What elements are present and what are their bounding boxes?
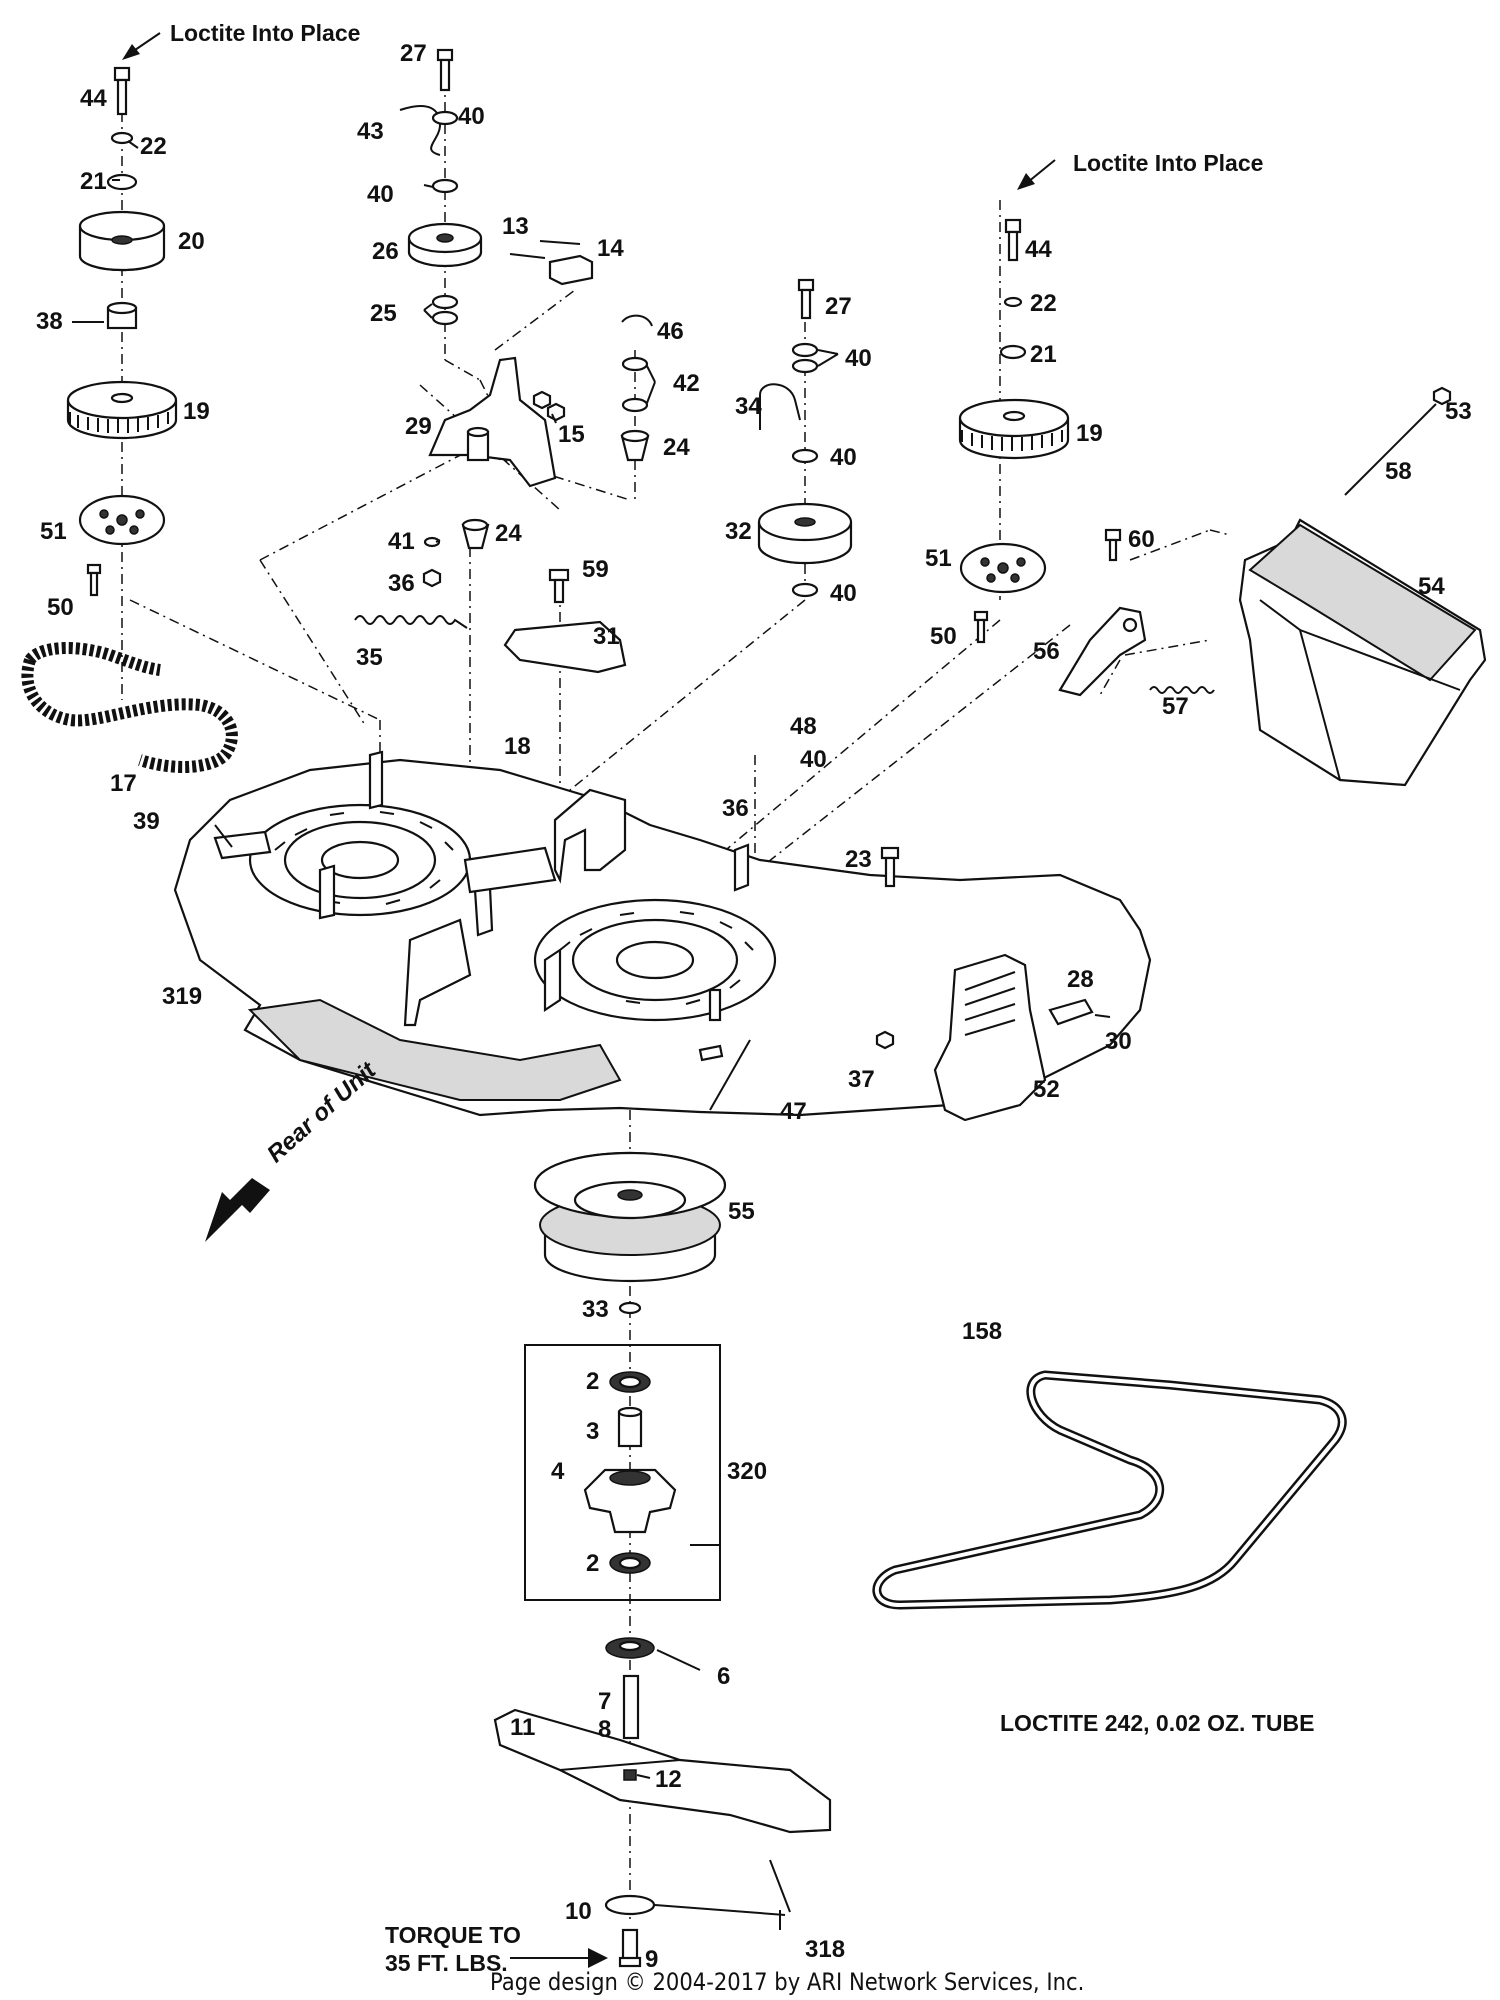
callout-36-center: 36 [722,795,749,822]
page-footer: Page design © 2004-2017 by ARI Network S… [490,1968,1085,1996]
callout-47: 47 [780,1098,807,1125]
callout-31: 31 [593,623,620,650]
loctite-note-left: Loctite Into Place [170,20,361,46]
callout-55: 55 [728,1198,755,1225]
mower-deck-319 [173,750,1152,1117]
baffle-52 [933,953,1111,1122]
callout-27-center: 27 [825,293,852,320]
callout-50-left: 50 [47,594,74,621]
callout-51-right: 51 [925,545,952,572]
callout-23: 23 [845,846,872,873]
callout-11: 11 [510,1714,536,1741]
callout-39: 39 [133,808,160,835]
callout-42: 42 [673,370,700,397]
pointer-arrows [122,32,1056,1968]
callout-40-e: 40 [830,580,857,607]
callout-22-left: 22 [140,133,167,160]
callout-25: 25 [370,300,397,327]
callout-59: 59 [582,556,609,583]
callout-40-c: 40 [845,345,872,372]
callout-320: 320 [727,1458,768,1485]
callout-319: 319 [162,983,203,1010]
callout-54: 54 [1418,573,1445,600]
callout-9: 9 [645,1946,659,1973]
torque-note-line2: 35 FT. LBS. [385,1950,508,1976]
callout-15: 15 [558,421,585,448]
callout-43: 43 [357,118,384,145]
callout-29: 29 [405,413,432,440]
loctite-tube-note: LOCTITE 242, 0.02 OZ. TUBE [1000,1710,1315,1736]
callout-14: 14 [597,235,624,262]
callout-19-left: 19 [183,398,210,425]
callout-2-bottom: 2 [586,1550,600,1577]
callout-8: 8 [598,1716,612,1743]
left-pulley-stack [66,66,178,597]
callout-50-right: 50 [930,623,957,650]
callout-60: 60 [1128,526,1155,553]
callout-17: 17 [110,770,137,797]
leader-lines [72,140,839,1930]
callout-40-a: 40 [458,103,485,130]
callout-22-right: 22 [1030,290,1057,317]
callout-2-top: 2 [586,1368,600,1395]
callout-6: 6 [717,1663,731,1690]
callout-20: 20 [178,228,205,255]
callout-35: 35 [356,644,383,671]
callout-28: 28 [1067,966,1094,993]
callout-40-f: 40 [800,746,827,773]
idler-arm-group [354,48,653,674]
callout-58: 58 [1385,458,1412,485]
callout-19-right: 19 [1076,420,1103,447]
callout-38: 38 [36,308,63,335]
callout-44-right: 44 [1025,236,1052,263]
callout-30: 30 [1105,1028,1132,1055]
callout-56: 56 [1033,638,1060,665]
timing-belt-17 [21,642,238,773]
torque-note-line1: TORQUE TO [385,1922,521,1948]
callout-57: 57 [1162,693,1189,720]
callout-18: 18 [504,733,531,760]
callout-48: 48 [790,713,817,740]
callout-37: 37 [848,1066,875,1093]
right-pulley-stack [958,218,1070,644]
callout-27-left: 27 [400,40,427,67]
callout-33: 33 [582,1296,609,1323]
callout-32: 32 [725,518,752,545]
callout-24-a: 24 [663,434,690,461]
callout-3: 3 [586,1418,600,1445]
blade-assembly [493,1637,832,1968]
callout-40-d: 40 [830,444,857,471]
spindle-55 [533,1151,727,1315]
deck-hardware [875,846,900,1050]
callout-46: 46 [657,318,684,345]
callout-53: 53 [1445,398,1472,425]
loctite-note-right: Loctite Into Place [1073,150,1264,176]
callout-12: 12 [655,1766,682,1793]
callout-24-b: 24 [495,520,522,547]
callout-4: 4 [551,1458,565,1485]
callout-52: 52 [1033,1076,1060,1103]
callout-36-left: 36 [388,570,415,597]
callout-21-right: 21 [1030,341,1057,368]
callout-40-b: 40 [367,181,394,208]
spindle-assembly-320 [524,1344,721,1601]
center-idler-pulley [757,278,853,598]
callout-21-left: 21 [80,168,107,195]
callout-7: 7 [598,1688,612,1715]
callout-318: 318 [805,1936,846,1963]
callout-44-left: 44 [80,85,107,112]
callout-41: 41 [388,528,415,555]
callout-26: 26 [372,238,399,265]
drive-belt-158 [872,1370,1347,1610]
callout-34: 34 [735,393,762,420]
callout-158: 158 [962,1318,1003,1345]
discharge-parts [1058,386,1487,787]
callout-51-left: 51 [40,518,67,545]
callout-13: 13 [502,213,529,240]
callout-10: 10 [565,1898,592,1925]
